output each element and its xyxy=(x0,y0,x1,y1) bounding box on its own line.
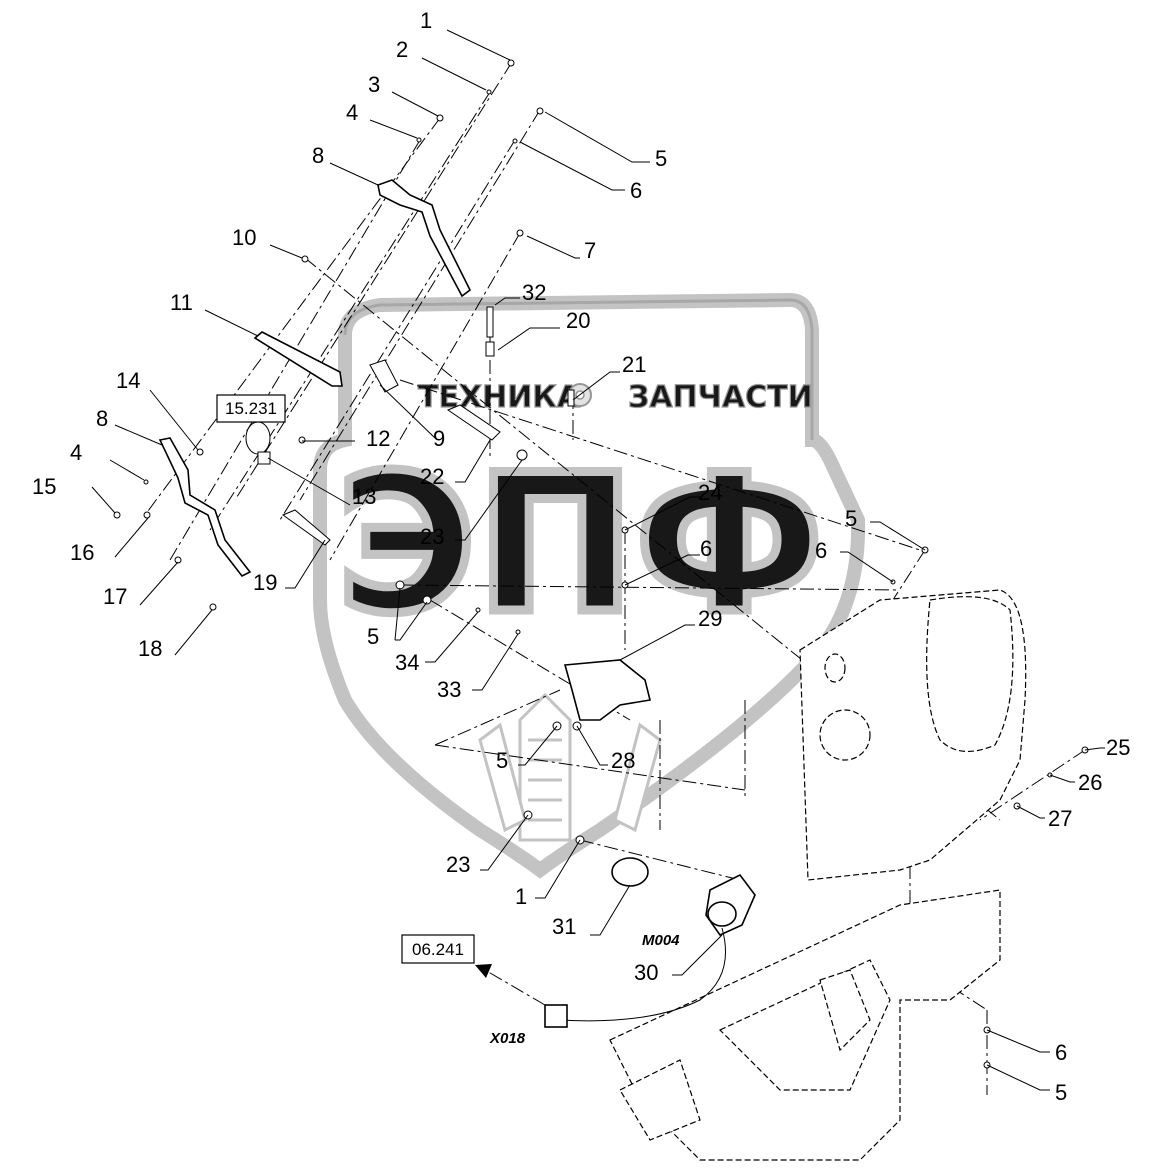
connector-label: X018 xyxy=(489,1030,526,1047)
connector xyxy=(544,1004,568,1028)
machine-body xyxy=(609,589,1027,1161)
callout-11: 11 xyxy=(170,290,193,315)
callout-26: 26 xyxy=(1078,770,1102,795)
spring xyxy=(245,421,271,455)
bracket-upper xyxy=(377,179,472,298)
callout-22: 22 xyxy=(420,464,444,489)
callout-17: 17 xyxy=(103,584,127,609)
bracket-lower xyxy=(158,437,252,578)
callout-6b: 6 xyxy=(700,536,712,561)
reference-2-text: 06.241 xyxy=(412,940,464,959)
callout-12: 12 xyxy=(366,426,390,451)
callout-8b: 8 xyxy=(96,406,108,431)
callout-1b: 1 xyxy=(515,884,527,909)
watermark: ТЕХНИКА ЗАПЧАСТИ ЭПФ xyxy=(313,292,866,879)
callout-numbers: 1 2 3 4 8 5 6 10 7 11 32 20 21 14 8 12 9… xyxy=(32,8,1130,1105)
callout-30: 30 xyxy=(634,960,658,985)
callout-20: 20 xyxy=(566,308,590,333)
bushing-31 xyxy=(611,857,649,887)
callout-6c: 6 xyxy=(815,538,827,563)
callout-23b: 23 xyxy=(446,852,470,877)
callout-4: 4 xyxy=(346,100,358,125)
motor-label: M004 xyxy=(642,932,680,949)
leaders xyxy=(91,29,1105,1091)
reference-box-2: 06.241 xyxy=(401,934,475,964)
callout-19: 19 xyxy=(253,570,277,595)
callout-28: 28 xyxy=(611,748,635,773)
sensor-bracket xyxy=(563,659,651,721)
callout-3: 3 xyxy=(368,72,380,97)
bracket-9 xyxy=(369,359,399,393)
callout-5c: 5 xyxy=(367,624,379,649)
callout-1: 1 xyxy=(420,8,432,33)
watermark-logo-letters: ЭПФ xyxy=(337,434,824,655)
spacer-20 xyxy=(485,341,495,357)
pin-22 xyxy=(446,404,501,441)
bolt-19 xyxy=(281,509,331,546)
callout-23: 23 xyxy=(420,524,444,549)
watermark-left-word: ТЕХНИКА xyxy=(418,380,581,415)
bushing-13 xyxy=(257,451,271,465)
callout-29: 29 xyxy=(698,606,722,631)
pin-32 xyxy=(486,306,494,338)
callout-8: 8 xyxy=(312,143,324,168)
callout-5d: 5 xyxy=(496,748,508,773)
callout-34: 34 xyxy=(395,650,419,675)
callout-27: 27 xyxy=(1048,806,1072,831)
callout-5e: 5 xyxy=(1055,1080,1067,1105)
callout-32: 32 xyxy=(522,280,546,305)
sensor-cable xyxy=(559,927,726,1022)
callout-4b: 4 xyxy=(70,440,82,465)
callout-24: 24 xyxy=(698,480,722,505)
callout-5: 5 xyxy=(655,146,667,171)
arrow-icon xyxy=(475,964,492,978)
callout-7: 7 xyxy=(584,238,596,263)
callout-16: 16 xyxy=(70,540,94,565)
pin-21 xyxy=(567,389,575,407)
callout-13: 13 xyxy=(352,484,376,509)
callout-14: 14 xyxy=(116,368,140,393)
watermark-right-word: ЗАПЧАСТИ xyxy=(628,380,813,415)
callout-10: 10 xyxy=(232,225,256,250)
callout-18: 18 xyxy=(138,636,162,661)
reference-1-text: 15.231 xyxy=(225,399,277,418)
callout-21: 21 xyxy=(622,352,646,377)
reference-box-1: 15.231 xyxy=(216,394,286,423)
callout-33: 33 xyxy=(437,677,461,702)
callout-2: 2 xyxy=(396,37,408,62)
callout-9: 9 xyxy=(433,426,445,451)
link-arm xyxy=(253,331,343,387)
callout-15: 15 xyxy=(32,474,56,499)
callout-25: 25 xyxy=(1106,735,1130,760)
callout-6: 6 xyxy=(630,178,642,203)
callout-5b: 5 xyxy=(845,506,857,531)
callout-31: 31 xyxy=(552,914,576,939)
callout-6d: 6 xyxy=(1055,1040,1067,1065)
parts xyxy=(113,59,1089,1069)
